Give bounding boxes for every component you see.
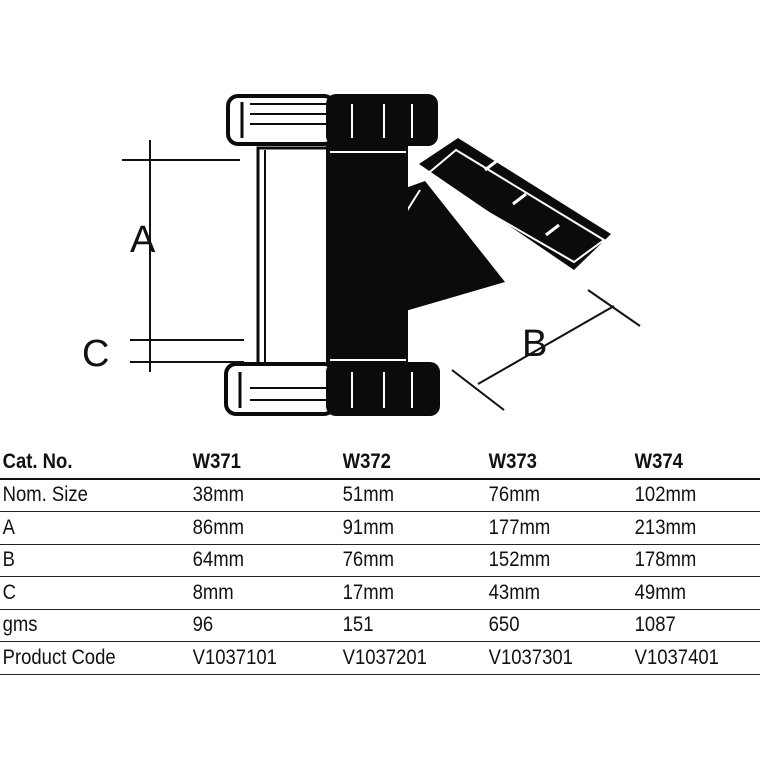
dimension-c — [130, 339, 244, 372]
table-cell: 8mm — [190, 576, 322, 610]
table-cell: 96 — [190, 609, 322, 642]
table-row: Product Code V1037101 V1037201 V1037301 … — [0, 641, 760, 675]
dimension-b-label: B — [522, 323, 547, 365]
table-cell: 1087 — [632, 609, 745, 642]
table-cell: 151 — [340, 609, 469, 642]
header-cat-no: Cat. No. — [0, 446, 168, 480]
dimension-a — [122, 140, 240, 340]
table-cell: V1037201 — [340, 641, 469, 675]
table-cell: 102mm — [632, 478, 745, 512]
table-cell: 650 — [486, 609, 615, 642]
table-row: Nom. Size 38mm 51mm 76mm 102mm — [0, 478, 760, 512]
row-label-a: A — [0, 511, 168, 545]
table-cell: V1037401 — [632, 641, 745, 675]
table-cell: 91mm — [340, 511, 469, 545]
dimension-c-label: C — [82, 333, 109, 375]
header-w373: W373 — [486, 446, 615, 480]
table-cell: 49mm — [632, 576, 745, 610]
table-row: C 8mm 17mm 43mm 49mm — [0, 576, 760, 610]
row-label-product-code: Product Code — [0, 641, 168, 675]
row-label-c: C — [0, 576, 168, 610]
y-branch-fitting-diagram: A C B — [82, 94, 641, 416]
table-cell: 76mm — [486, 478, 615, 512]
table-cell: V1037301 — [486, 641, 615, 675]
bottom-coupling-nut — [224, 362, 440, 416]
table-cell: 152mm — [486, 544, 615, 577]
table-cell: 17mm — [340, 576, 469, 610]
row-label-gms: gms — [0, 609, 168, 642]
table-cell: 76mm — [340, 544, 469, 577]
row-label-b: B — [0, 544, 168, 577]
dimension-b — [451, 289, 641, 411]
table-cell: 43mm — [486, 576, 615, 610]
row-label-nom-size: Nom. Size — [0, 478, 168, 512]
header-w374: W374 — [632, 446, 745, 480]
table-row: gms 96 151 650 1087 — [0, 609, 760, 642]
table-header-row: Cat. No. W371 W372 W373 W374 — [0, 446, 760, 480]
header-w372: W372 — [340, 446, 469, 480]
table-cell: 178mm — [632, 544, 745, 577]
table-row: B 64mm 76mm 152mm 178mm — [0, 544, 760, 577]
table-cell: 177mm — [486, 511, 615, 545]
top-coupling-nut — [226, 94, 438, 146]
table-cell: V1037101 — [190, 641, 322, 675]
specification-table: Cat. No. W371 W372 W373 W374 Nom. Size 3… — [0, 446, 760, 675]
table-cell: 51mm — [340, 478, 469, 512]
table-row: A 86mm 91mm 177mm 213mm — [0, 511, 760, 545]
table-cell: 38mm — [190, 478, 322, 512]
table-cell: 64mm — [190, 544, 322, 577]
table-cell: 86mm — [190, 511, 322, 545]
header-w371: W371 — [190, 446, 322, 480]
dimension-a-label: A — [130, 219, 156, 261]
main-pipe-body — [256, 138, 408, 374]
table-cell: 213mm — [632, 511, 745, 545]
